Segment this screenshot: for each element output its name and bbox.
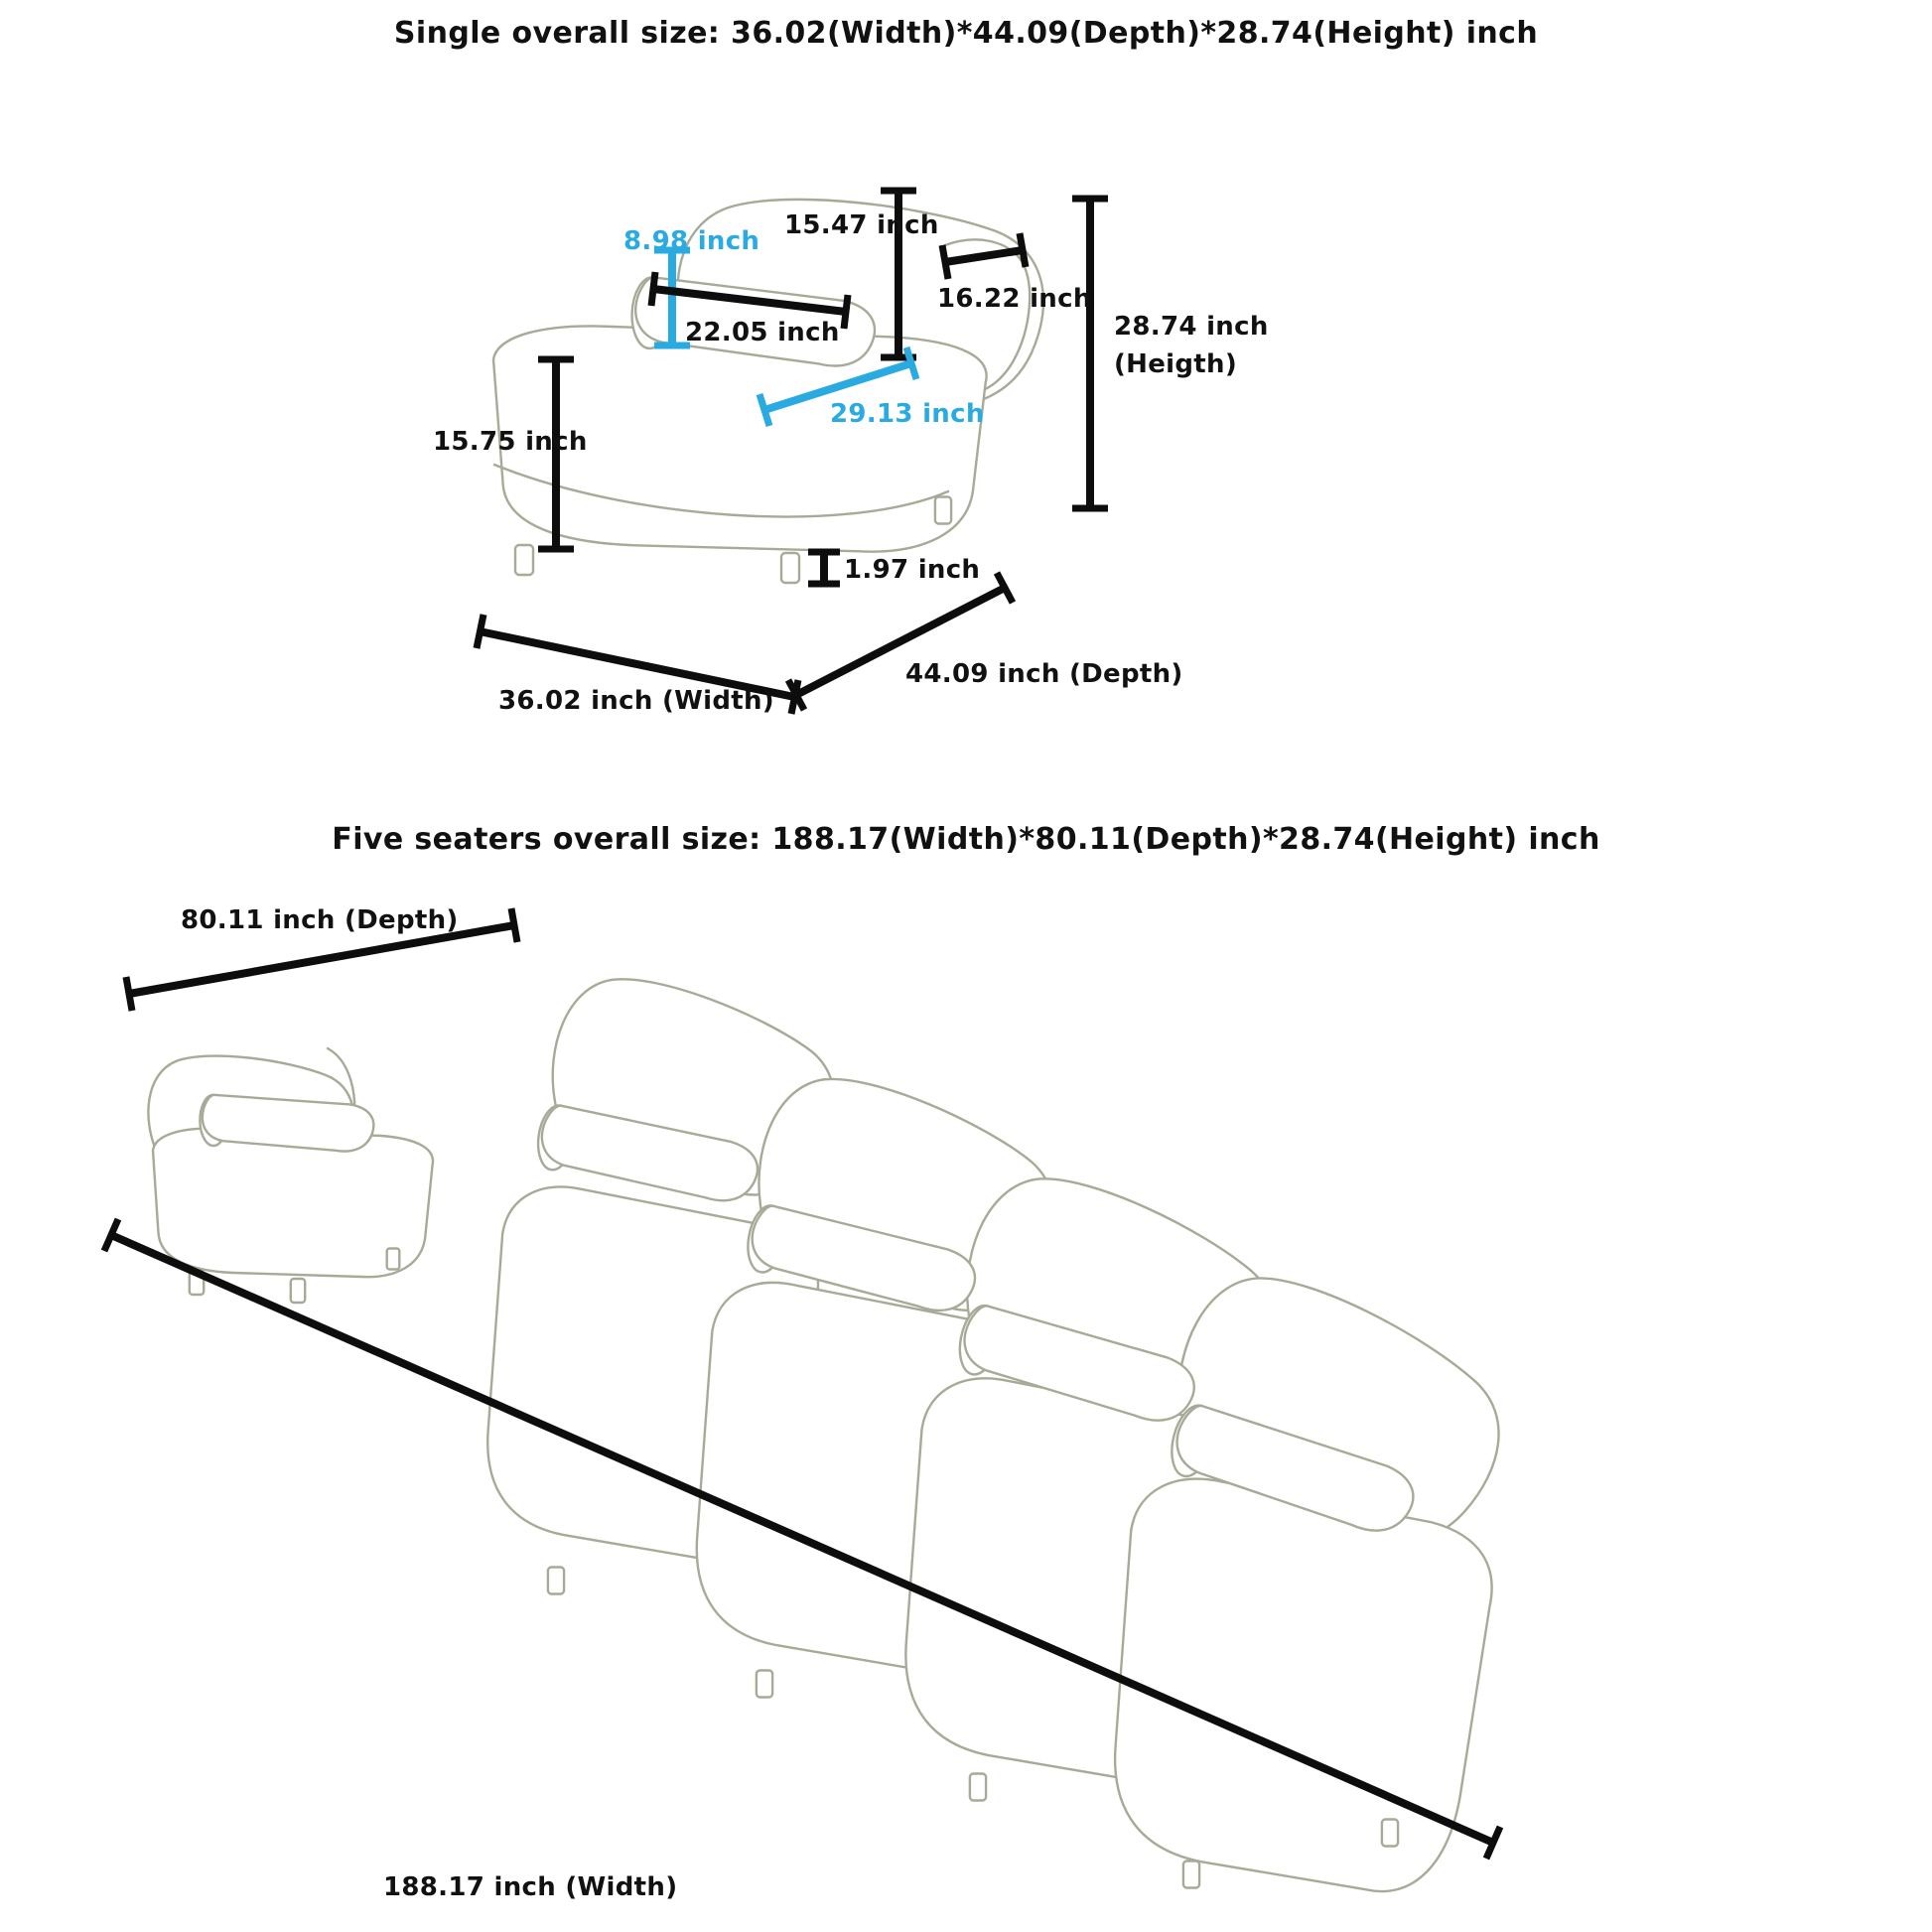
module-leg: [968, 1772, 988, 1802]
label-width: 36.02 inch (Width): [498, 686, 774, 716]
label-seat-depth: 29.13 inch: [830, 399, 985, 429]
label-overall-height: 28.74 inch: [1114, 312, 1269, 342]
dim-line-width: [473, 614, 802, 715]
dim-line-seat-height: [538, 355, 574, 553]
single-leg: [779, 551, 801, 585]
module-leg: [1181, 1860, 1201, 1889]
five-seater-size-title: Five seaters overall size: 188.17(Width)…: [332, 822, 1600, 857]
label-bolster-length: 22.05 inch: [685, 318, 840, 347]
dim-line-leg-height: [808, 548, 840, 588]
dim-line-bolster-length: [647, 271, 852, 330]
dim-line-depth: [784, 571, 1017, 712]
dim-line-seat-depth: [756, 345, 920, 428]
label-seat-height: 15.75 inch: [433, 427, 588, 457]
label-five-width: 188.17 inch (Width): [383, 1872, 678, 1902]
label-bolster-diameter: 8.98 inch: [623, 226, 760, 256]
module-leg: [546, 1566, 566, 1595]
module-seat: [1094, 1470, 1502, 1902]
single-size-title: Single overall size: 36.02(Width)*44.09(…: [393, 16, 1539, 51]
module-seat: [151, 1127, 435, 1279]
five-seater-sketch: [147, 961, 1531, 1902]
dim-line-backrest-width: [938, 232, 1030, 280]
module-leg: [755, 1669, 774, 1699]
label-five-depth: 80.11 inch (Depth): [181, 905, 459, 935]
module-leg: [289, 1278, 307, 1304]
label-backrest-width: 16.22 inch: [937, 284, 1092, 314]
dimension-lines: [100, 187, 1504, 1861]
label-back-height: 15.47 inch: [784, 210, 939, 240]
dim-line-overall-height: [1072, 195, 1108, 512]
dim-line-bolster-diameter: [654, 246, 690, 349]
dim-line-five-width: [100, 1217, 1504, 1861]
label-overall-height-note: (Heigth): [1114, 349, 1238, 379]
single-leg: [513, 543, 535, 577]
label-leg-height: 1.97 inch: [844, 555, 981, 585]
dim-line-five-depth: [122, 907, 521, 1012]
label-depth: 44.09 inch (Depth): [905, 659, 1183, 689]
